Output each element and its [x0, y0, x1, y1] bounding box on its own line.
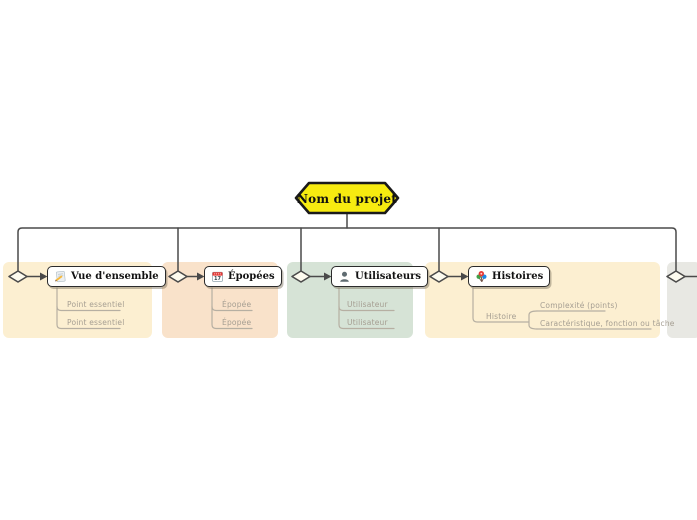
subline-epopees: [211, 305, 253, 312]
branch-rail-line: [17, 227, 677, 272]
memo-icon: [54, 270, 67, 283]
calendar-icon: 17: [211, 270, 224, 283]
subline-utilisateurs: [338, 287, 395, 330]
subtopic-label[interactable]: Histoire: [486, 311, 517, 321]
arrowhead-icon: [40, 272, 48, 281]
subtopic-label[interactable]: Épopée: [222, 300, 252, 309]
subtopic-label[interactable]: Point essentiel: [67, 318, 125, 327]
collapse-diamond[interactable]: [429, 270, 449, 283]
collapse-diamond[interactable]: [291, 270, 311, 283]
subline-histoire: [472, 287, 530, 323]
branch-node-label: Utilisateurs: [355, 271, 421, 282]
arrowhead-icon: [324, 272, 332, 281]
bouquet-icon: [475, 270, 488, 283]
arrowhead-icon: [197, 272, 205, 281]
branch-node-epopees[interactable]: 17 Épopées: [204, 266, 282, 287]
subline-vue-densemble: [56, 305, 121, 312]
root-node-shape[interactable]: [294, 181, 400, 215]
subtopic-label[interactable]: Épopée: [222, 318, 252, 327]
person-icon: [338, 270, 351, 283]
arrowhead-icon: [461, 272, 469, 281]
branch-node-vue-densemble[interactable]: Vue d'ensemble: [47, 266, 166, 287]
subline-vue-densemble: [56, 287, 121, 330]
root-node-label: Nom du projet: [297, 191, 397, 206]
root-node[interactable]: Nom du projet: [296, 184, 398, 213]
subtopic-label[interactable]: Caractéristique, fonction ou tâche: [540, 318, 675, 328]
subtopic-label[interactable]: Utilisateur: [347, 318, 388, 327]
calendar-day-number: 17: [214, 276, 221, 282]
branch-node-label: Épopées: [228, 271, 275, 282]
subline-utilisateurs: [338, 305, 395, 312]
subline-histoire-bracket: [528, 310, 538, 330]
subtopic-label[interactable]: Point essentiel: [67, 300, 125, 309]
branch-node-label: Histoires: [492, 271, 544, 282]
subtopic-label[interactable]: Complexité (points): [540, 300, 618, 310]
collapse-diamond[interactable]: [8, 270, 28, 283]
branch-node-label: Vue d'ensemble: [71, 271, 159, 282]
subtopic-label[interactable]: Utilisateur: [347, 300, 388, 309]
collapse-diamond[interactable]: [666, 270, 686, 283]
branch-node-utilisateurs[interactable]: Utilisateurs: [331, 266, 428, 287]
branch-node-histoires[interactable]: Histoires: [468, 266, 551, 287]
subline-epopees: [211, 287, 253, 330]
collapse-diamond[interactable]: [168, 270, 188, 283]
